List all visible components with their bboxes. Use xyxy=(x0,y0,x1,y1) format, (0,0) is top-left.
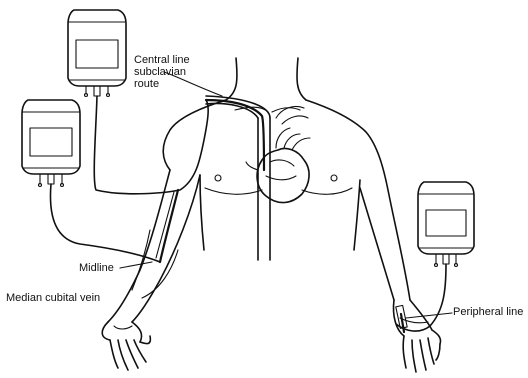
label-central-line: Central line subclavian route xyxy=(134,54,190,90)
heart-illustration xyxy=(246,128,310,203)
label-midline: Midline xyxy=(79,262,114,274)
right-hand xyxy=(393,300,440,372)
iv-bag-right xyxy=(418,182,474,267)
label-median-cubital-vein: Median cubital vein xyxy=(6,292,100,304)
iv-bag-left xyxy=(22,100,80,187)
left-hand xyxy=(102,322,150,370)
iv-bag-top xyxy=(68,10,126,97)
iv-tubing xyxy=(50,96,446,331)
label-peripheral-line: Peripheral line xyxy=(453,306,523,318)
